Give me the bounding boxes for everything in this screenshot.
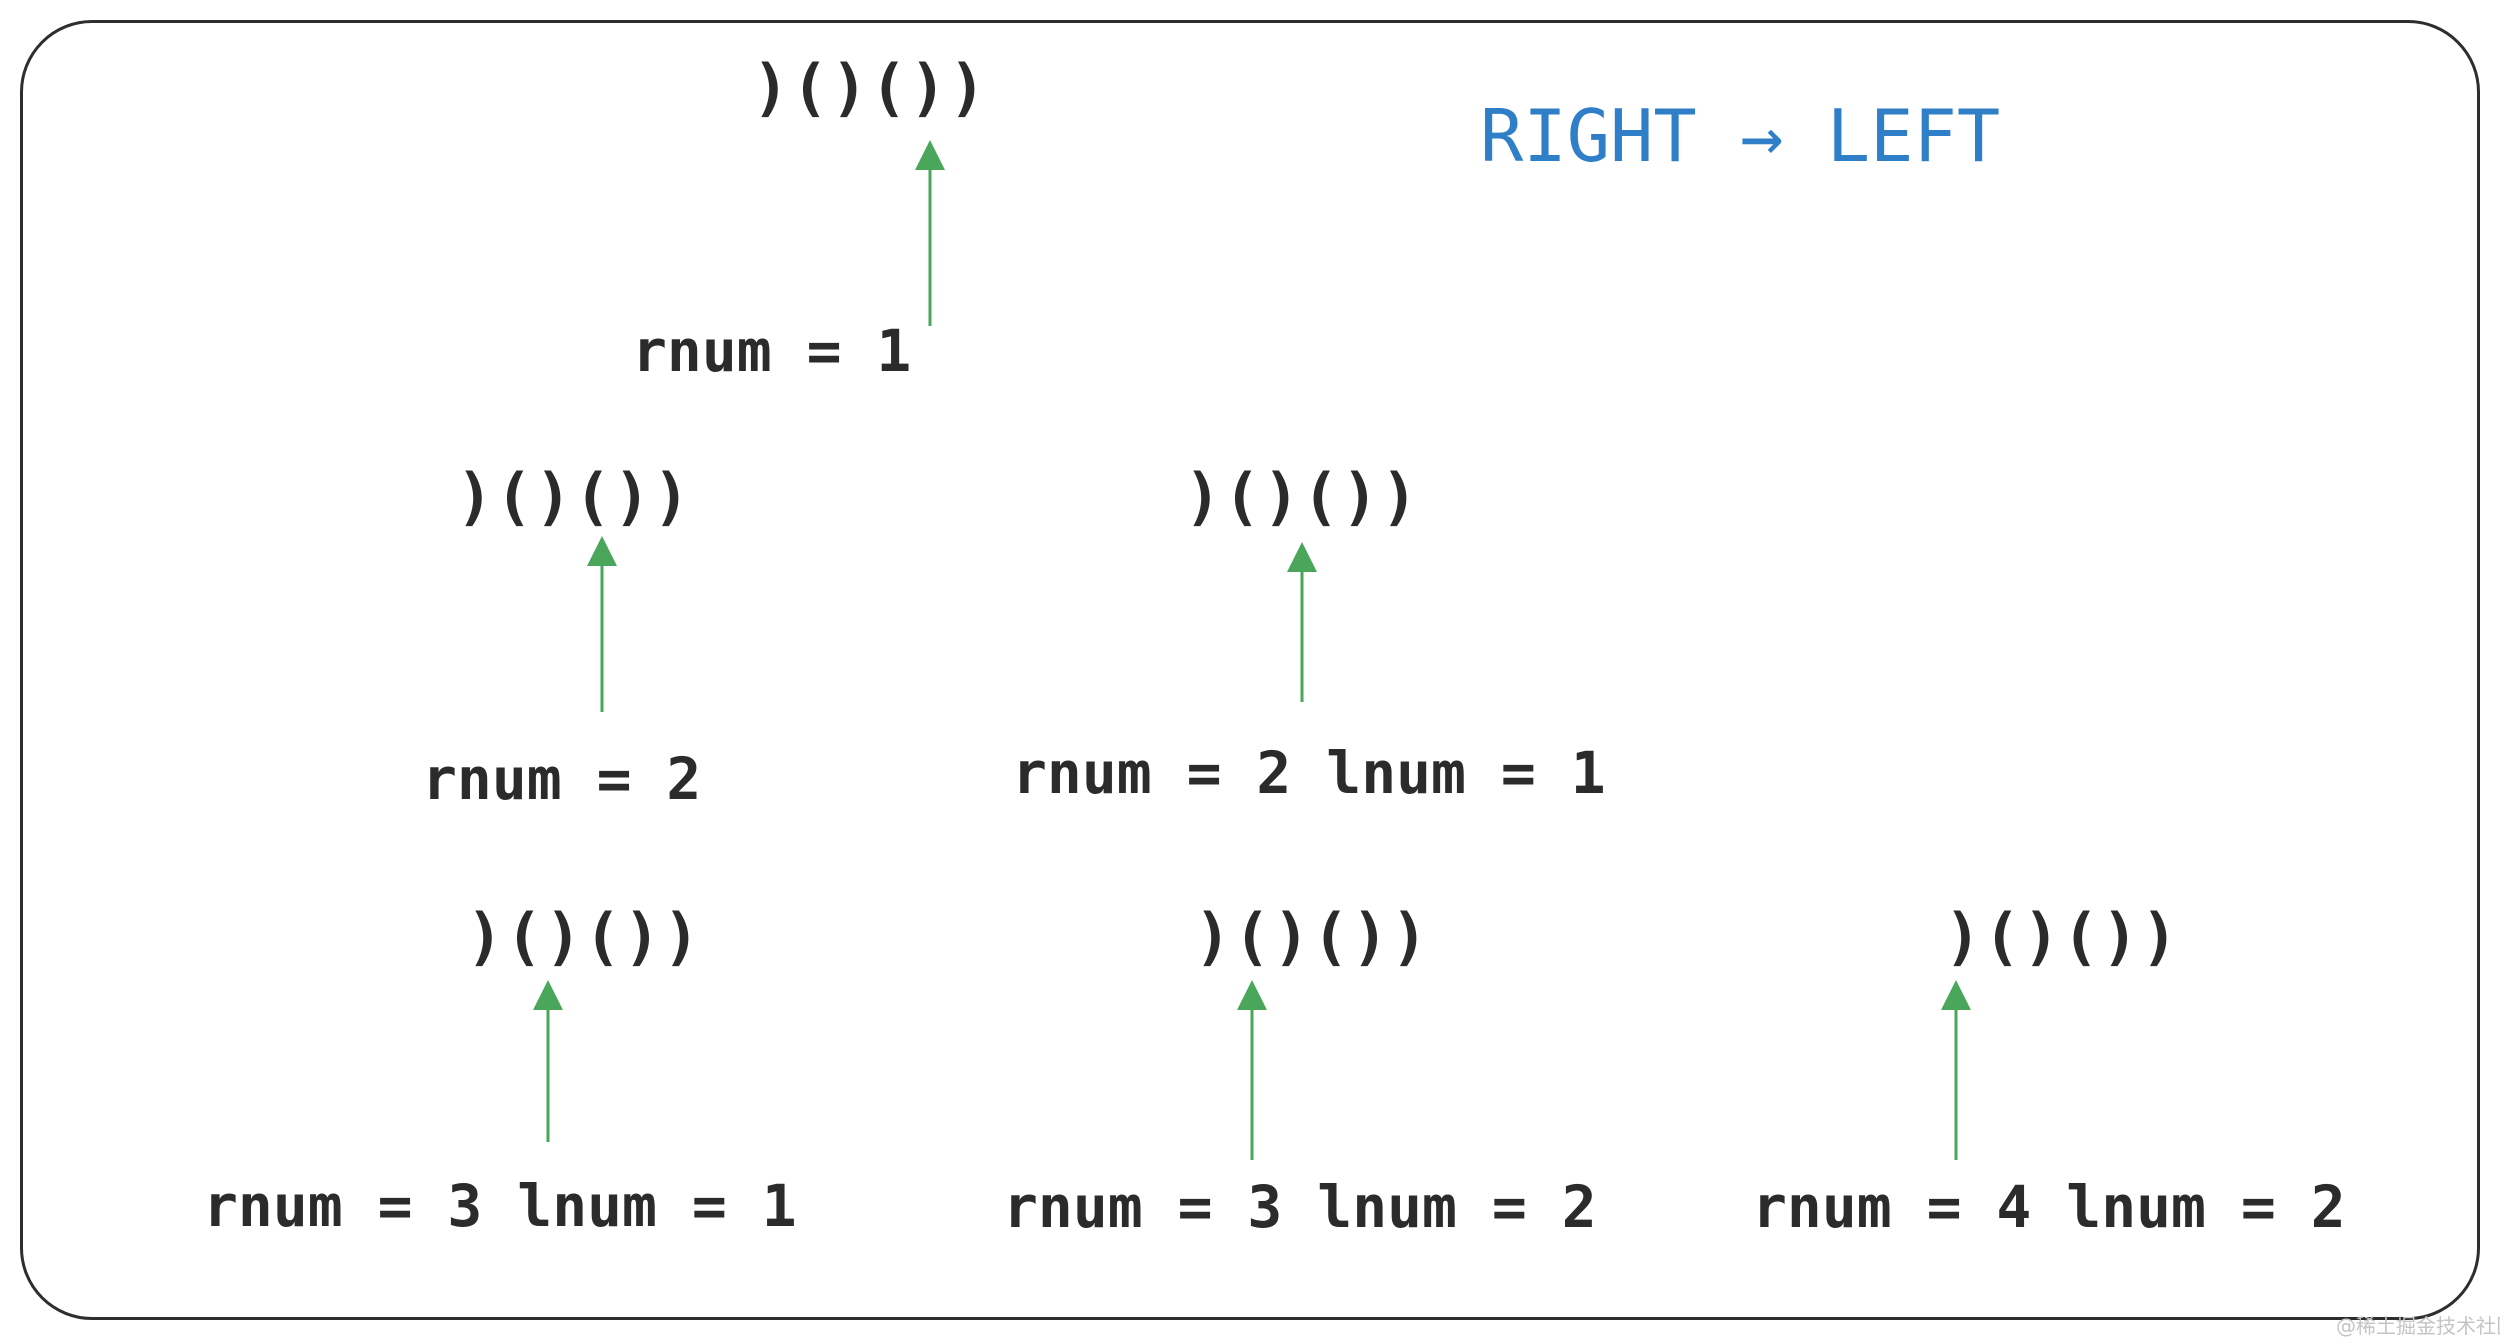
step-2-pointer-arrow: [587, 536, 617, 712]
step-1-counter-label: rnum = 1: [632, 317, 912, 385]
step-2-string: )()()): [456, 460, 692, 533]
step-4-counter-label: rnum = 3 lnum = 1: [203, 1172, 797, 1240]
step-5-pointer-arrow: [1237, 980, 1267, 1160]
step-1-pointer-arrow: [915, 140, 945, 326]
diagram-frame: [20, 20, 2480, 1320]
step-6-string: )()()): [1944, 900, 2180, 973]
step-1-string: )()()): [752, 51, 988, 124]
step-6-counter-label: rnum = 4 lnum = 2: [1752, 1173, 2346, 1241]
step-6-pointer-arrow: [1941, 980, 1971, 1160]
watermark-text: @稀土掘金技术社区: [2336, 1314, 2500, 1338]
step-3-pointer-arrow: [1287, 542, 1317, 702]
step-2-counter-label: rnum = 2: [422, 745, 702, 813]
step-4-string: )()()): [466, 900, 702, 973]
direction-label: RIGHT → LEFT: [1480, 94, 2001, 178]
step-4-pointer-arrow: [533, 980, 563, 1142]
step-5-string: )()()): [1194, 900, 1430, 973]
step-5-counter-label: rnum = 3 lnum = 2: [1003, 1173, 1597, 1241]
step-3-counter-label: rnum = 2 lnum = 1: [1012, 739, 1606, 807]
step-3-string: )()()): [1184, 460, 1420, 533]
